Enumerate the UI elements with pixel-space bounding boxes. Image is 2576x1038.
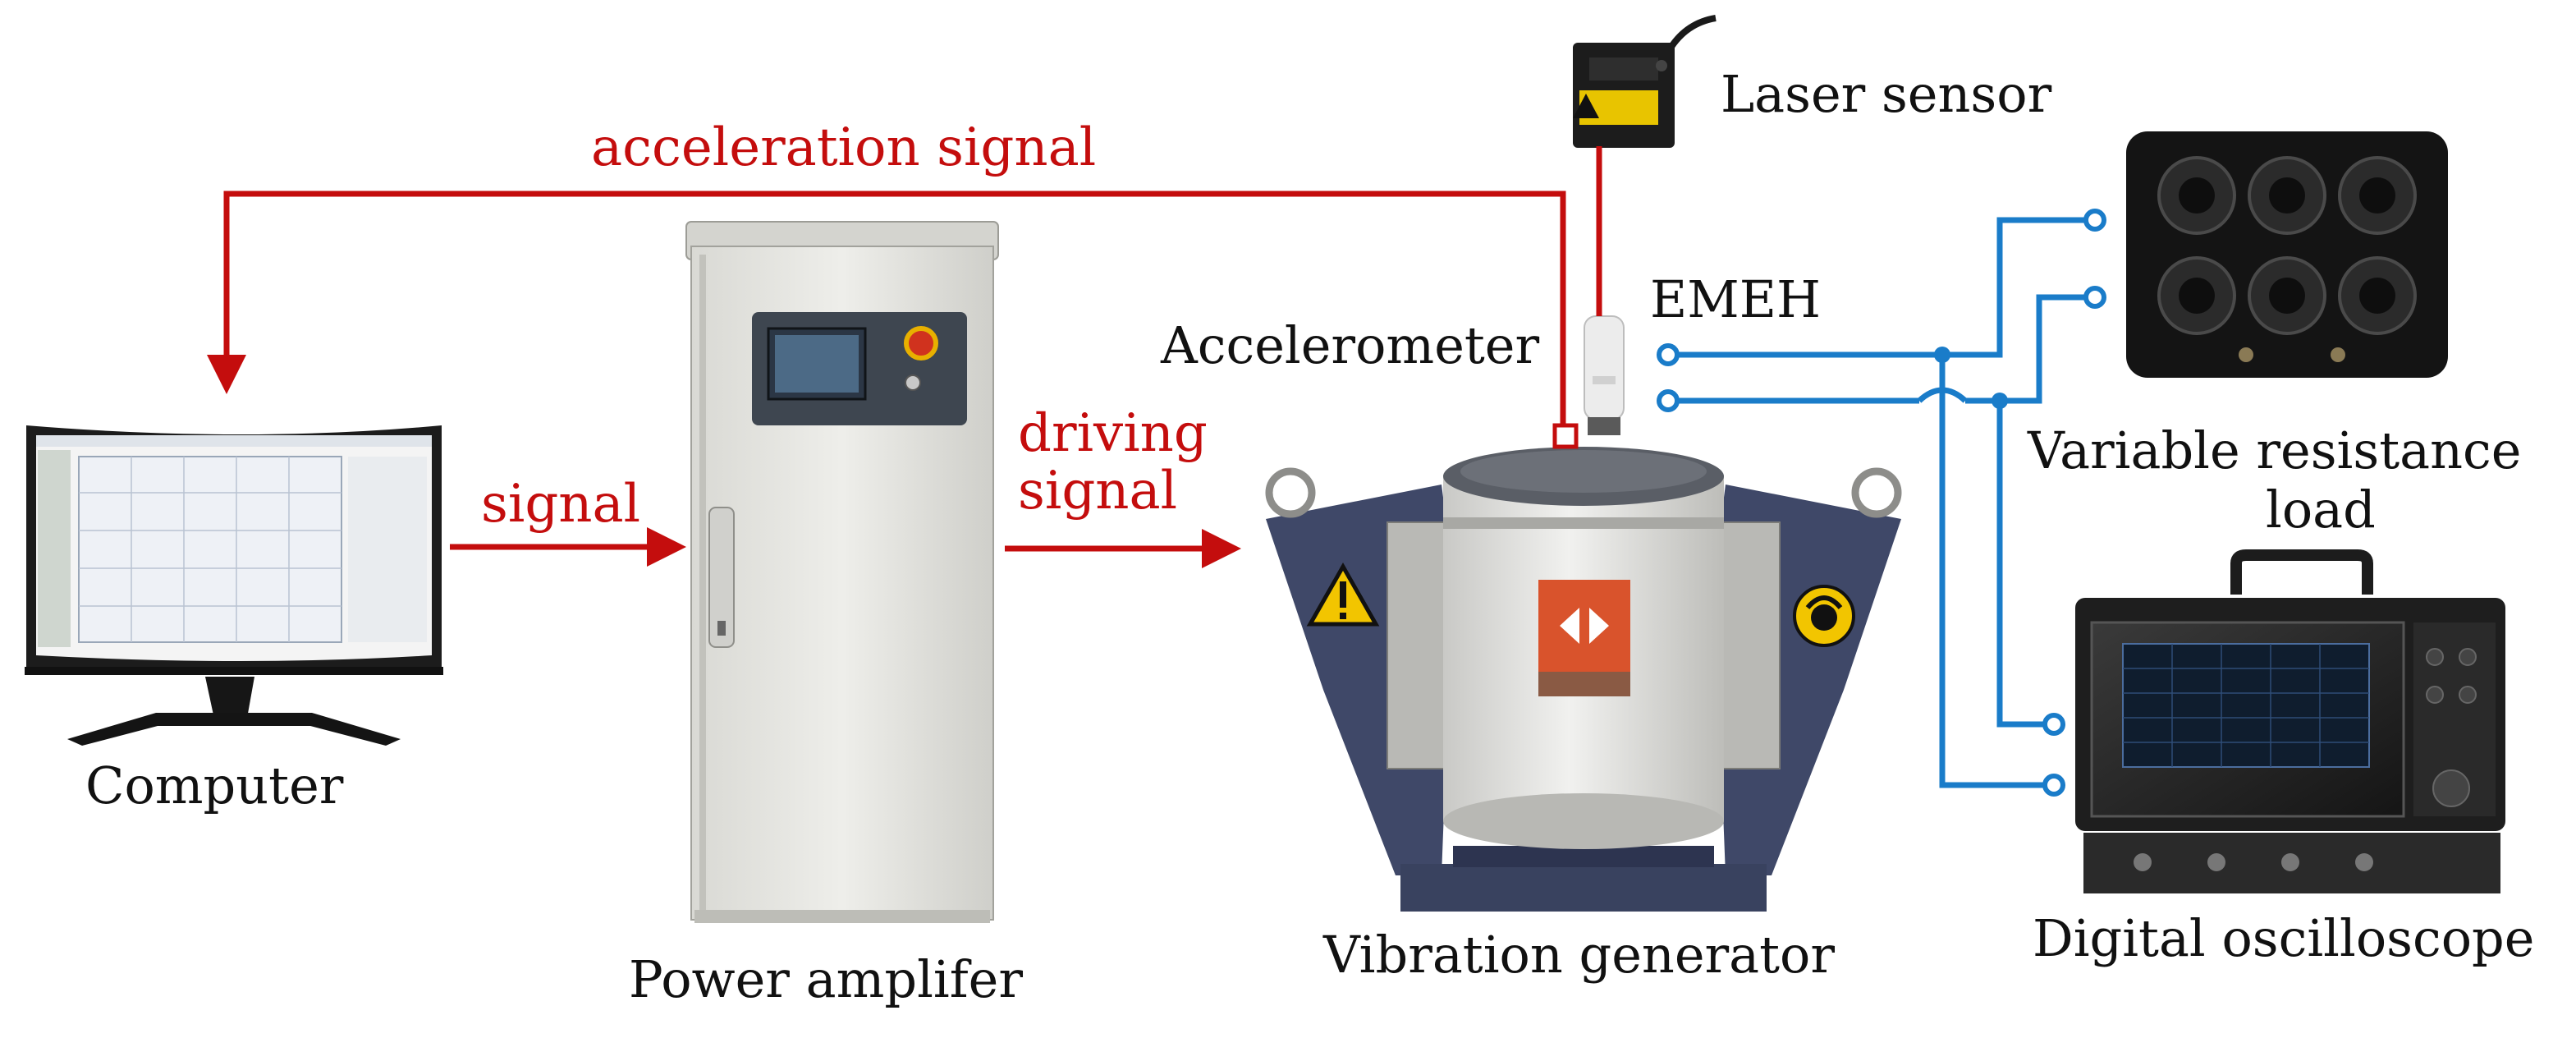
drum-bottom bbox=[1443, 793, 1724, 849]
logo-plate bbox=[1538, 672, 1630, 696]
signal-arrowheads bbox=[207, 355, 1241, 568]
warning-sign bbox=[1306, 562, 1380, 627]
acceleration-signal-line bbox=[223, 191, 1566, 425]
cabinet-door-handle bbox=[708, 507, 735, 648]
emeh-housing bbox=[1584, 315, 1625, 420]
wire-emeh-top-to-resistor bbox=[1675, 217, 2087, 358]
power-amplifier-label: Power amplifer bbox=[629, 949, 1024, 1009]
accelerometer-label: Accelerometer bbox=[1161, 315, 1540, 375]
key-switch bbox=[905, 374, 921, 391]
trunnion-left bbox=[1387, 521, 1454, 769]
manufacturer-logo bbox=[1538, 580, 1630, 672]
laser-sensor-device bbox=[1573, 15, 1717, 148]
digital-oscilloscope-label: Digital oscilloscope bbox=[2033, 908, 2535, 968]
wire-emeh-bottom-to-resistor bbox=[1965, 294, 2088, 404]
variable-resistance-label-line2: load bbox=[2266, 480, 2376, 540]
vibration-generator bbox=[1265, 447, 1902, 912]
laser-warning-triangle bbox=[1573, 94, 1599, 118]
computer-monitor bbox=[25, 425, 443, 746]
wire-terminals bbox=[1657, 209, 2106, 797]
variable-resistance-label-line1: Variable resistance bbox=[2028, 420, 2522, 480]
wire-junctions bbox=[1934, 347, 2008, 409]
cabinet-plinth bbox=[694, 910, 990, 923]
laser-sensor-cable bbox=[1666, 15, 1717, 52]
eyebolt-left bbox=[1265, 467, 1316, 518]
generator-frame-base bbox=[1400, 864, 1767, 912]
laser-sensor-led bbox=[1656, 60, 1667, 71]
screen-plot-area bbox=[78, 456, 342, 643]
ear-protection-sign bbox=[1793, 585, 1855, 647]
emeh-ring bbox=[1593, 376, 1616, 384]
oscilloscope-knobs bbox=[2426, 648, 2477, 807]
wire-to-oscilloscope-ch2 bbox=[1939, 355, 2046, 788]
handle-lock bbox=[717, 621, 726, 636]
emeh-label: EMEH bbox=[1650, 269, 1822, 329]
drum-band bbox=[1443, 517, 1724, 529]
accelerometer-marker bbox=[1552, 423, 1579, 449]
acceleration-signal-label: acceleration signal bbox=[591, 117, 1097, 178]
emergency-stop-button bbox=[904, 326, 938, 361]
screen-left-panel bbox=[38, 450, 71, 647]
emeh-device bbox=[1584, 315, 1625, 435]
monitor-bottom-edge bbox=[25, 667, 443, 675]
variable-resistance-box bbox=[2126, 131, 2448, 378]
monitor-neck bbox=[205, 677, 254, 723]
emeh-mount bbox=[1588, 417, 1620, 435]
laser-sensor-label: Laser sensor bbox=[1721, 64, 2052, 124]
oscilloscope-gridlines bbox=[2123, 644, 2369, 767]
logo-mark bbox=[1560, 608, 1609, 644]
oscilloscope-bnc-ports bbox=[2134, 853, 2373, 871]
screen-toolbar bbox=[36, 435, 432, 447]
signal-arrowhead bbox=[647, 527, 686, 567]
driving-signal-label-line2: signal bbox=[1018, 461, 1178, 521]
monitor-stand-base bbox=[67, 713, 401, 746]
eyebolt-right bbox=[1851, 467, 1902, 518]
screen-plot-grid bbox=[79, 457, 341, 642]
driving-signal-arrowhead bbox=[1202, 529, 1241, 568]
power-amplifier-cabinet bbox=[685, 221, 999, 923]
wire-to-oscilloscope-ch1 bbox=[1996, 401, 2046, 728]
trunnion-right bbox=[1713, 521, 1781, 769]
signal-lines bbox=[223, 146, 1602, 552]
oscilloscope-handle bbox=[2230, 549, 2373, 595]
signal-label: signal bbox=[481, 474, 641, 535]
oscilloscope-grid-area bbox=[2122, 643, 2370, 768]
computer-label: Computer bbox=[85, 756, 344, 815]
screen-right-panel bbox=[348, 457, 427, 642]
drum-armature bbox=[1460, 450, 1707, 493]
vibration-generator-label: Vibration generator bbox=[1323, 925, 1835, 985]
laser-sensor-window bbox=[1589, 57, 1658, 80]
driving-signal-label-line1: driving bbox=[1018, 403, 1208, 464]
digital-oscilloscope-device bbox=[2075, 549, 2505, 893]
resistance-terminals bbox=[2239, 347, 2345, 362]
cabinet-hinge-strip bbox=[699, 255, 706, 912]
acceleration-arrowhead bbox=[207, 355, 246, 394]
generator-base-plate bbox=[1453, 846, 1714, 867]
touch-screen-display bbox=[775, 335, 859, 393]
resistance-knob-caps bbox=[2179, 177, 2395, 314]
